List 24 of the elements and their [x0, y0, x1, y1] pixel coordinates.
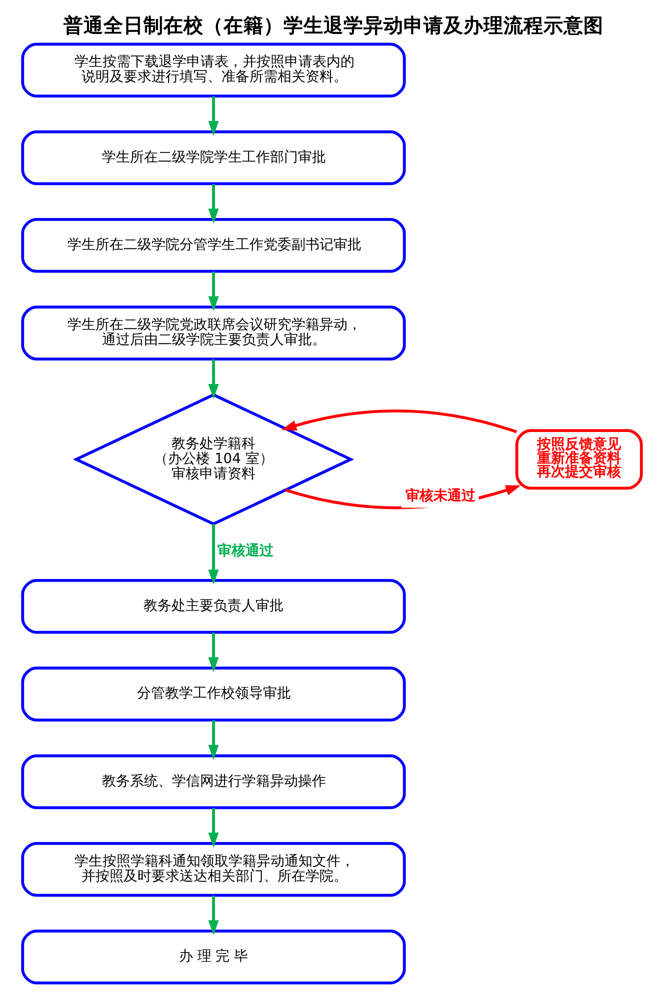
arrow	[208, 720, 218, 760]
node-box: 办 理 完 毕	[20, 930, 406, 984]
node-box: 教务系统、学信网进行学籍异动操作	[20, 754, 406, 810]
arrow	[208, 184, 218, 224]
node-box: 学生所在二级学院党政联席会议研究学籍异动，通过后由二级学院主要负责人审批。	[20, 306, 406, 360]
node-box: 学生按需下载退学申请表，并按照申请表内的说明及要求进行填写、准备所需相关资料。	[20, 42, 406, 98]
arrow	[280, 410, 517, 434]
edge-label: 审核通过	[217, 543, 274, 560]
arrow	[208, 632, 218, 672]
diagram-title: 普通全日制在校（在籍）学生退学异动申请及办理流程示意图	[62, 14, 603, 38]
arrow	[208, 96, 218, 136]
arrow	[208, 359, 218, 400]
node-box: 教务处主要负责人审批	[20, 579, 406, 634]
edge-label: 审核未通过	[404, 488, 475, 504]
arrow	[208, 524, 218, 585]
arrow	[208, 896, 218, 936]
node-diamond: 教务处学籍科（办公楼 104 室）审核申请资料	[72, 393, 354, 526]
arrow	[208, 808, 218, 848]
node-box: 学生所在二级学院学生工作部门审批	[20, 130, 406, 186]
arrow	[208, 272, 218, 312]
node-box: 分管教学工作校领导审批	[20, 666, 406, 722]
node-box: 学生所在二级学院分管学生工作党委副书记审批	[20, 218, 406, 273]
node-box: 按照反馈意见重新准备资料再次提交审核	[514, 429, 642, 490]
node-box: 学生按照学籍科通知领取学籍异动通知文件，并按照及时要求送达相关部门、所在学院。	[20, 842, 406, 897]
